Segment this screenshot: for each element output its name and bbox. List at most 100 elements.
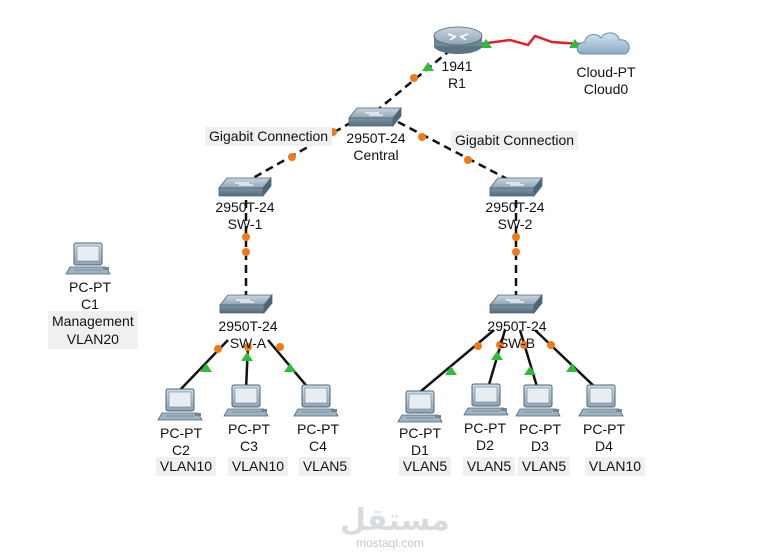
management-note: Management VLAN20 <box>48 311 138 349</box>
pc-icon[interactable] <box>397 390 443 423</box>
port-up-indicator <box>491 351 503 360</box>
port-down-indicator <box>214 345 222 353</box>
port-down-indicator <box>520 341 528 349</box>
device-model: Cloud-PT <box>576 64 636 80</box>
port-down-indicator <box>410 74 418 82</box>
device-label-d1: PC-PT D1 <box>399 425 441 459</box>
device-name: C1 <box>81 296 99 312</box>
device-name: C3 <box>240 438 258 454</box>
device-model: PC-PT <box>228 421 270 437</box>
port-up-indicator <box>445 366 457 375</box>
pc-icon[interactable] <box>515 384 561 417</box>
device-name: C4 <box>309 438 327 454</box>
vlan-label-d2: VLAN5 <box>462 457 516 476</box>
port-up-indicator <box>480 39 492 48</box>
device-label-swa: 2950T-24 SW-A <box>218 318 277 352</box>
link-note-left: Gigabit Connection <box>205 127 333 146</box>
device-label-d3: PC-PT D3 <box>519 421 561 455</box>
device-model: PC-PT <box>399 425 441 441</box>
mostaql-watermark: مستقل mostaql.com <box>340 503 450 550</box>
device-name: SW-2 <box>497 216 533 232</box>
device-name: SW-1 <box>227 216 263 232</box>
switch-icon[interactable] <box>489 177 543 197</box>
device-label-cloud0: Cloud-PT Cloud0 <box>576 64 635 98</box>
device-label-sw2: 2950T-24 SW-2 <box>485 199 544 233</box>
watermark-latin: mostaql.com <box>355 536 425 550</box>
switch-icon[interactable] <box>348 107 402 127</box>
port-down-indicator <box>418 133 426 141</box>
port-down-indicator <box>547 341 555 349</box>
device-model: PC-PT <box>160 425 202 441</box>
device-label-d4: PC-PT D4 <box>583 421 625 455</box>
port-up-indicator <box>200 363 212 372</box>
device-label-r1: 1941 R1 <box>441 58 472 92</box>
vlan-label-d3: VLAN5 <box>517 457 571 476</box>
port-up-indicator <box>422 62 434 71</box>
device-name: SW-B <box>498 335 536 351</box>
vlan-label-c4: VLAN5 <box>298 457 352 476</box>
device-model: 2950T-24 <box>346 130 406 146</box>
serial-link-r1-cloud0[interactable] <box>479 34 581 47</box>
device-name: Cloud0 <box>583 81 629 97</box>
link-central-r1[interactable] <box>374 51 449 113</box>
device-model: PC-PT <box>69 279 111 295</box>
pc-icon[interactable] <box>293 384 339 417</box>
device-name: D3 <box>531 438 549 454</box>
link-swb-d3[interactable] <box>518 329 540 391</box>
device-model: 2950T-24 <box>215 199 275 215</box>
port-up-indicator <box>524 366 536 375</box>
watermark-arabic: مستقل <box>340 503 450 538</box>
vlan-label-c3: VLAN10 <box>227 457 289 476</box>
device-model: 2950T-24 <box>218 318 278 334</box>
pc-icon[interactable] <box>65 242 111 275</box>
device-name: R1 <box>448 75 466 91</box>
vlan-label-c2: VLAN10 <box>155 457 217 476</box>
port-down-indicator <box>512 233 520 241</box>
pc-icon[interactable] <box>578 384 624 417</box>
device-name: D1 <box>411 442 429 458</box>
port-down-indicator <box>512 248 520 256</box>
device-label-c2: PC-PT C2 <box>160 425 202 459</box>
device-name: Central <box>353 147 399 163</box>
device-label-c1: PC-PT C1 <box>69 279 111 313</box>
device-model: 2950T-24 <box>487 318 547 334</box>
port-down-indicator <box>474 342 482 350</box>
port-down-indicator <box>242 233 250 241</box>
device-model: PC-PT <box>583 421 625 437</box>
device-label-d2: PC-PT D2 <box>464 420 506 454</box>
vlan-label-d4: VLAN10 <box>584 457 646 476</box>
pc-icon[interactable] <box>157 388 203 421</box>
device-label-swb: 2950T-24 SW-B <box>487 318 546 352</box>
router-icon[interactable] <box>433 26 483 54</box>
device-label-central: 2950T-24 Central <box>346 130 405 164</box>
device-label-c3: PC-PT C3 <box>228 421 270 455</box>
link-central-sw2[interactable] <box>397 120 514 184</box>
vlan-label: VLAN20 <box>66 331 119 347</box>
port-down-indicator <box>496 341 504 349</box>
link-swb-d1[interactable] <box>419 329 495 393</box>
device-model: 2950T-24 <box>485 199 545 215</box>
device-model: 1941 <box>441 58 473 74</box>
switch-icon[interactable] <box>218 177 272 197</box>
management-label: Management <box>52 313 134 329</box>
port-down-indicator <box>276 343 284 351</box>
pc-icon[interactable] <box>223 384 269 417</box>
pc-icon[interactable] <box>463 383 509 416</box>
device-label-c4: PC-PT C4 <box>297 421 339 455</box>
port-down-indicator <box>244 343 252 351</box>
link-swb-d4[interactable] <box>534 329 599 391</box>
device-name: D4 <box>595 438 613 454</box>
link-swa-c3[interactable] <box>244 343 250 391</box>
port-down-indicator <box>288 153 296 161</box>
device-name: SW-A <box>229 335 267 351</box>
port-up-indicator <box>284 363 296 372</box>
switch-icon[interactable] <box>219 294 273 314</box>
device-model: PC-PT <box>519 421 561 437</box>
device-name: C2 <box>172 442 190 458</box>
vlan-label-d1: VLAN5 <box>398 457 452 476</box>
device-model: PC-PT <box>297 421 339 437</box>
cloud-icon[interactable] <box>576 32 630 55</box>
device-name: D2 <box>476 437 494 453</box>
switch-icon[interactable] <box>489 294 543 314</box>
